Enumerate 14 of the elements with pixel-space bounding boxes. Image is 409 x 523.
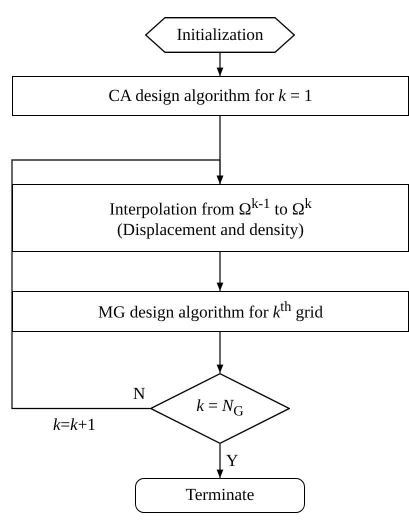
loop-note: k=k+1 xyxy=(52,416,97,433)
arrow xyxy=(216,252,224,291)
arrow xyxy=(216,53,224,76)
edge-label: N xyxy=(132,384,146,402)
process-box: CA design algorithm for k = 1 xyxy=(12,76,409,116)
edge-label: Y xyxy=(225,452,240,469)
arrow xyxy=(216,332,224,373)
arrow xyxy=(11,159,224,410)
decision-diamond: k = N$_{G}$ xyxy=(150,373,290,444)
terminal-box: Terminate xyxy=(135,478,305,513)
process-box: Interpolation from Ω$^{k-1}$ to Ω$^{k}$ (Displacement and density) xyxy=(12,184,409,252)
arrow xyxy=(216,444,224,478)
process-box: MG design algorithm for k$^{th}$ grid xyxy=(12,291,409,332)
start-hexagon: Initialization xyxy=(145,17,295,53)
